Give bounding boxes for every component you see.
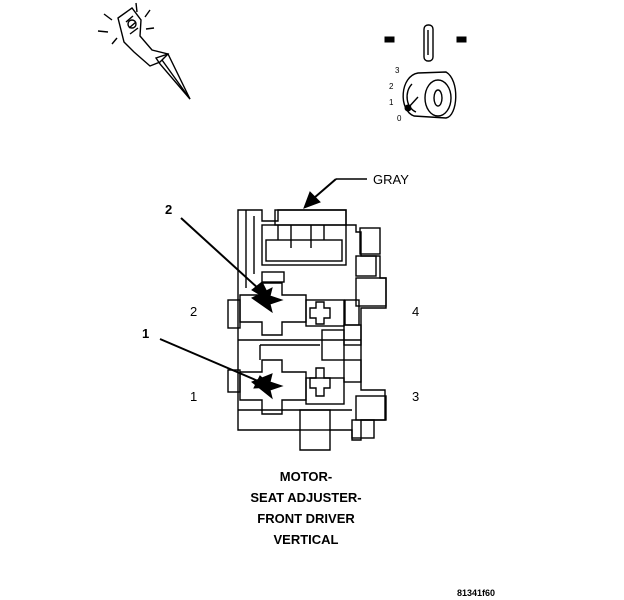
ignition-position-3: 3 xyxy=(395,66,400,75)
callout-2-leader: 2 xyxy=(165,202,274,304)
callout-1-leader: 1 xyxy=(142,326,274,389)
gray-label: GRAY xyxy=(373,172,409,187)
ignition-key-icon: 3 2 1 0 xyxy=(384,24,467,123)
callout-1-label: 1 xyxy=(142,326,149,341)
figure-code: 81341f60 xyxy=(457,588,495,598)
caption-line-1: MOTOR- xyxy=(280,469,332,484)
caption-line-4: VERTICAL xyxy=(274,532,339,547)
connector-face xyxy=(227,209,387,451)
caption-line-2: SEAT ADJUSTER- xyxy=(250,490,361,505)
terminal-1-marker xyxy=(251,373,284,400)
test-probe-icon xyxy=(97,2,191,100)
pin-label-3: 3 xyxy=(412,389,419,404)
ignition-position-1: 1 xyxy=(389,98,394,107)
pin-label-1: 1 xyxy=(190,389,197,404)
caption-line-3: FRONT DRIVER xyxy=(257,511,355,526)
pin-label-4: 4 xyxy=(412,304,419,319)
pin-label-2: 2 xyxy=(190,304,197,319)
gray-callout: GRAY xyxy=(303,172,409,209)
callout-2-label: 2 xyxy=(165,202,172,217)
ignition-position-0: 0 xyxy=(397,114,402,123)
component-caption: MOTOR- SEAT ADJUSTER- FRONT DRIVER VERTI… xyxy=(250,469,361,547)
ignition-position-2: 2 xyxy=(389,82,394,91)
terminal-2-marker xyxy=(251,287,284,314)
